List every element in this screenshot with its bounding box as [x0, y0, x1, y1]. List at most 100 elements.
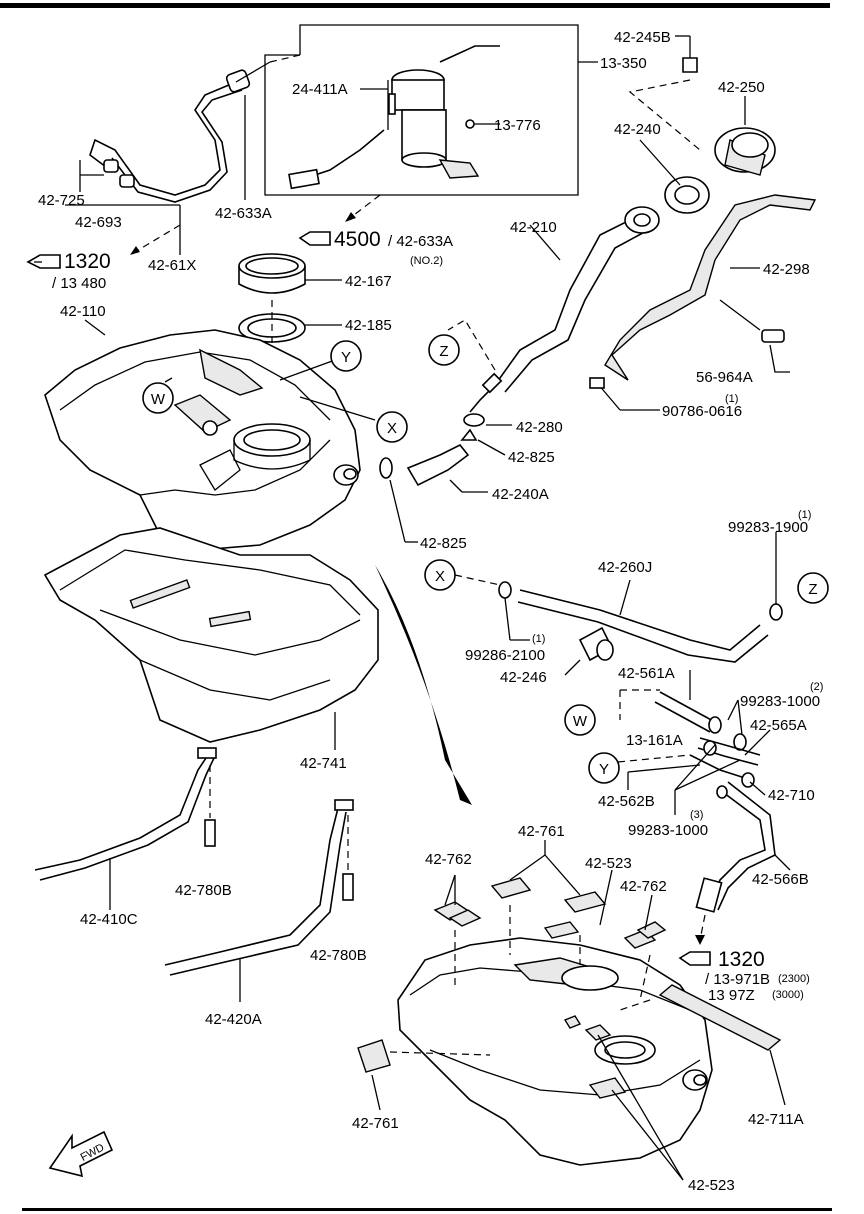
label-42-280: 42-280: [516, 419, 563, 436]
reference-arrow-icon-3: [678, 951, 711, 966]
label-42-298: 42-298: [763, 261, 810, 278]
label-99283-1000-a: 99283-1000: [740, 693, 820, 710]
label-42-245b: 42-245B: [614, 29, 671, 46]
svg-text:W: W: [573, 713, 588, 730]
label-56-964a: 56-964A: [696, 369, 753, 386]
gasket: [238, 313, 342, 343]
label-42-710: 42-710: [768, 787, 815, 804]
connector-y-mid: Y: [588, 752, 620, 784]
qty-99283-1000-a: (2): [810, 681, 823, 693]
label-42-711a: 42-711A: [748, 1111, 804, 1128]
label-42-741: 42-741: [300, 755, 347, 772]
label-42-762-b: 42-762: [620, 878, 667, 895]
label-42-562b: 42-562B: [598, 793, 655, 810]
leader-42-523-b: [611, 1089, 684, 1181]
tank-shield-strip: [658, 984, 786, 1106]
connector-z-top: Z: [428, 334, 460, 366]
label-42-523-b: 42-523: [688, 1177, 735, 1194]
label-42-523-a: 42-523: [585, 855, 632, 872]
lock-ring: [238, 253, 342, 294]
svg-text:W: W: [151, 391, 166, 408]
label-42-761-b: 42-761: [352, 1115, 399, 1132]
label-42-780b-b: 42-780B: [310, 947, 367, 964]
label-42-240a: 42-240A: [492, 486, 549, 503]
label-42-185: 42-185: [345, 317, 392, 334]
svg-text:Z: Z: [439, 343, 448, 360]
ref-2300: (2300): [778, 973, 810, 985]
label-42-693: 42-693: [75, 214, 122, 231]
ref-4500-sub: / 42-633A: [388, 233, 453, 250]
assembly-arrow: [375, 565, 472, 805]
ref-13480: / 13 480: [52, 275, 106, 292]
qty-99286: (1): [532, 633, 545, 645]
label-42-825-a: 42-825: [508, 449, 555, 466]
connector-y-top: Y: [330, 340, 362, 372]
fuel-pump-inset: [264, 24, 598, 196]
label-42-566b: 42-566B: [752, 871, 809, 888]
reference-arrow-icon: [26, 254, 61, 269]
ref-4500: 4500: [334, 228, 381, 251]
fwd-arrow-icon: FWD: [48, 1130, 114, 1178]
filler-pipe-bracket: [604, 194, 817, 381]
vent-tube-assembly: X Z: [424, 532, 829, 676]
label-42-565a: 42-565A: [750, 717, 807, 734]
label-42-246: 42-246: [500, 669, 547, 686]
reference-arrow-icon-2: [298, 231, 331, 246]
arrow-4500: [345, 212, 356, 222]
connector-x-mid: X: [435, 568, 445, 585]
insulator-pads: [433, 840, 667, 949]
label-42-240: 42-240: [614, 121, 661, 138]
fuel-tank-upper: [44, 319, 376, 551]
connector-x-top: X: [376, 411, 408, 443]
fill-hose-assembly: [379, 319, 660, 543]
fuel-tank-lower: [389, 905, 713, 1166]
label-99286-2100: 99286-2100: [465, 647, 545, 664]
label-42-420a: 42-420A: [205, 1011, 262, 1028]
ref-13-971b: / 13-971B: [705, 971, 770, 988]
fuel-tank-lower-shield: [43, 527, 379, 750]
label-90786-0616: 90786-0616: [662, 403, 742, 420]
label-13-161a: 13-161A: [626, 732, 683, 749]
label-42-780b-a: 42-780B: [175, 882, 232, 899]
label-42-210: 42-210: [510, 219, 557, 236]
filler-cap-assembly: [628, 35, 776, 214]
tank-strap-front: [34, 747, 217, 910]
label-42-110: 42-110: [60, 303, 106, 320]
label-42-250: 42-250: [718, 79, 765, 96]
label-13-776: 13-776: [494, 117, 541, 134]
label-42-260j: 42-260J: [598, 559, 652, 576]
label-42-761-a: 42-761: [518, 823, 565, 840]
bottom-border: [22, 1208, 832, 1211]
connector-z-mid: Z: [808, 581, 817, 598]
label-42-561a: 42-561A: [618, 665, 675, 682]
qty-99283-1000-b: (3): [690, 809, 703, 821]
ref-1320-top: 1320: [64, 250, 111, 273]
svg-text:Y: Y: [599, 761, 609, 778]
label-24-411a: 24-411A: [292, 81, 348, 98]
ref-13-97z: 13 97Z: [708, 987, 755, 1004]
evap-hose-assembly: [617, 670, 791, 913]
insulator-pad-loose: [357, 1039, 391, 1111]
ref-1320-bottom: 1320: [718, 948, 765, 971]
leader-4500: [349, 194, 381, 219]
svg-text:X: X: [387, 420, 397, 437]
label-42-825-b: 42-825: [420, 535, 467, 552]
qty-99283-1900: (1): [798, 509, 811, 521]
filler-pipe: [494, 206, 660, 393]
leader-42-523-a: [597, 1034, 684, 1181]
label-99283-1900: 99283-1900: [728, 519, 808, 536]
top-border: [0, 3, 830, 8]
svg-text:Y: Y: [341, 349, 351, 366]
label-42-61x: 42-61X: [148, 257, 196, 274]
connector-w-top: W: [142, 382, 174, 414]
label-42-725: 42-725: [38, 192, 85, 209]
qty-90786: (1): [725, 393, 738, 405]
label-42-167: 42-167: [345, 273, 392, 290]
ref-no2: (NO.2): [410, 255, 443, 267]
tank-strap-rear: [164, 799, 354, 1002]
vent-hose-assembly: [65, 54, 301, 256]
label-42-762-a: 42-762: [425, 851, 472, 868]
arrow-ref-1320: [695, 935, 705, 945]
label-13-350: 13-350: [600, 55, 647, 72]
